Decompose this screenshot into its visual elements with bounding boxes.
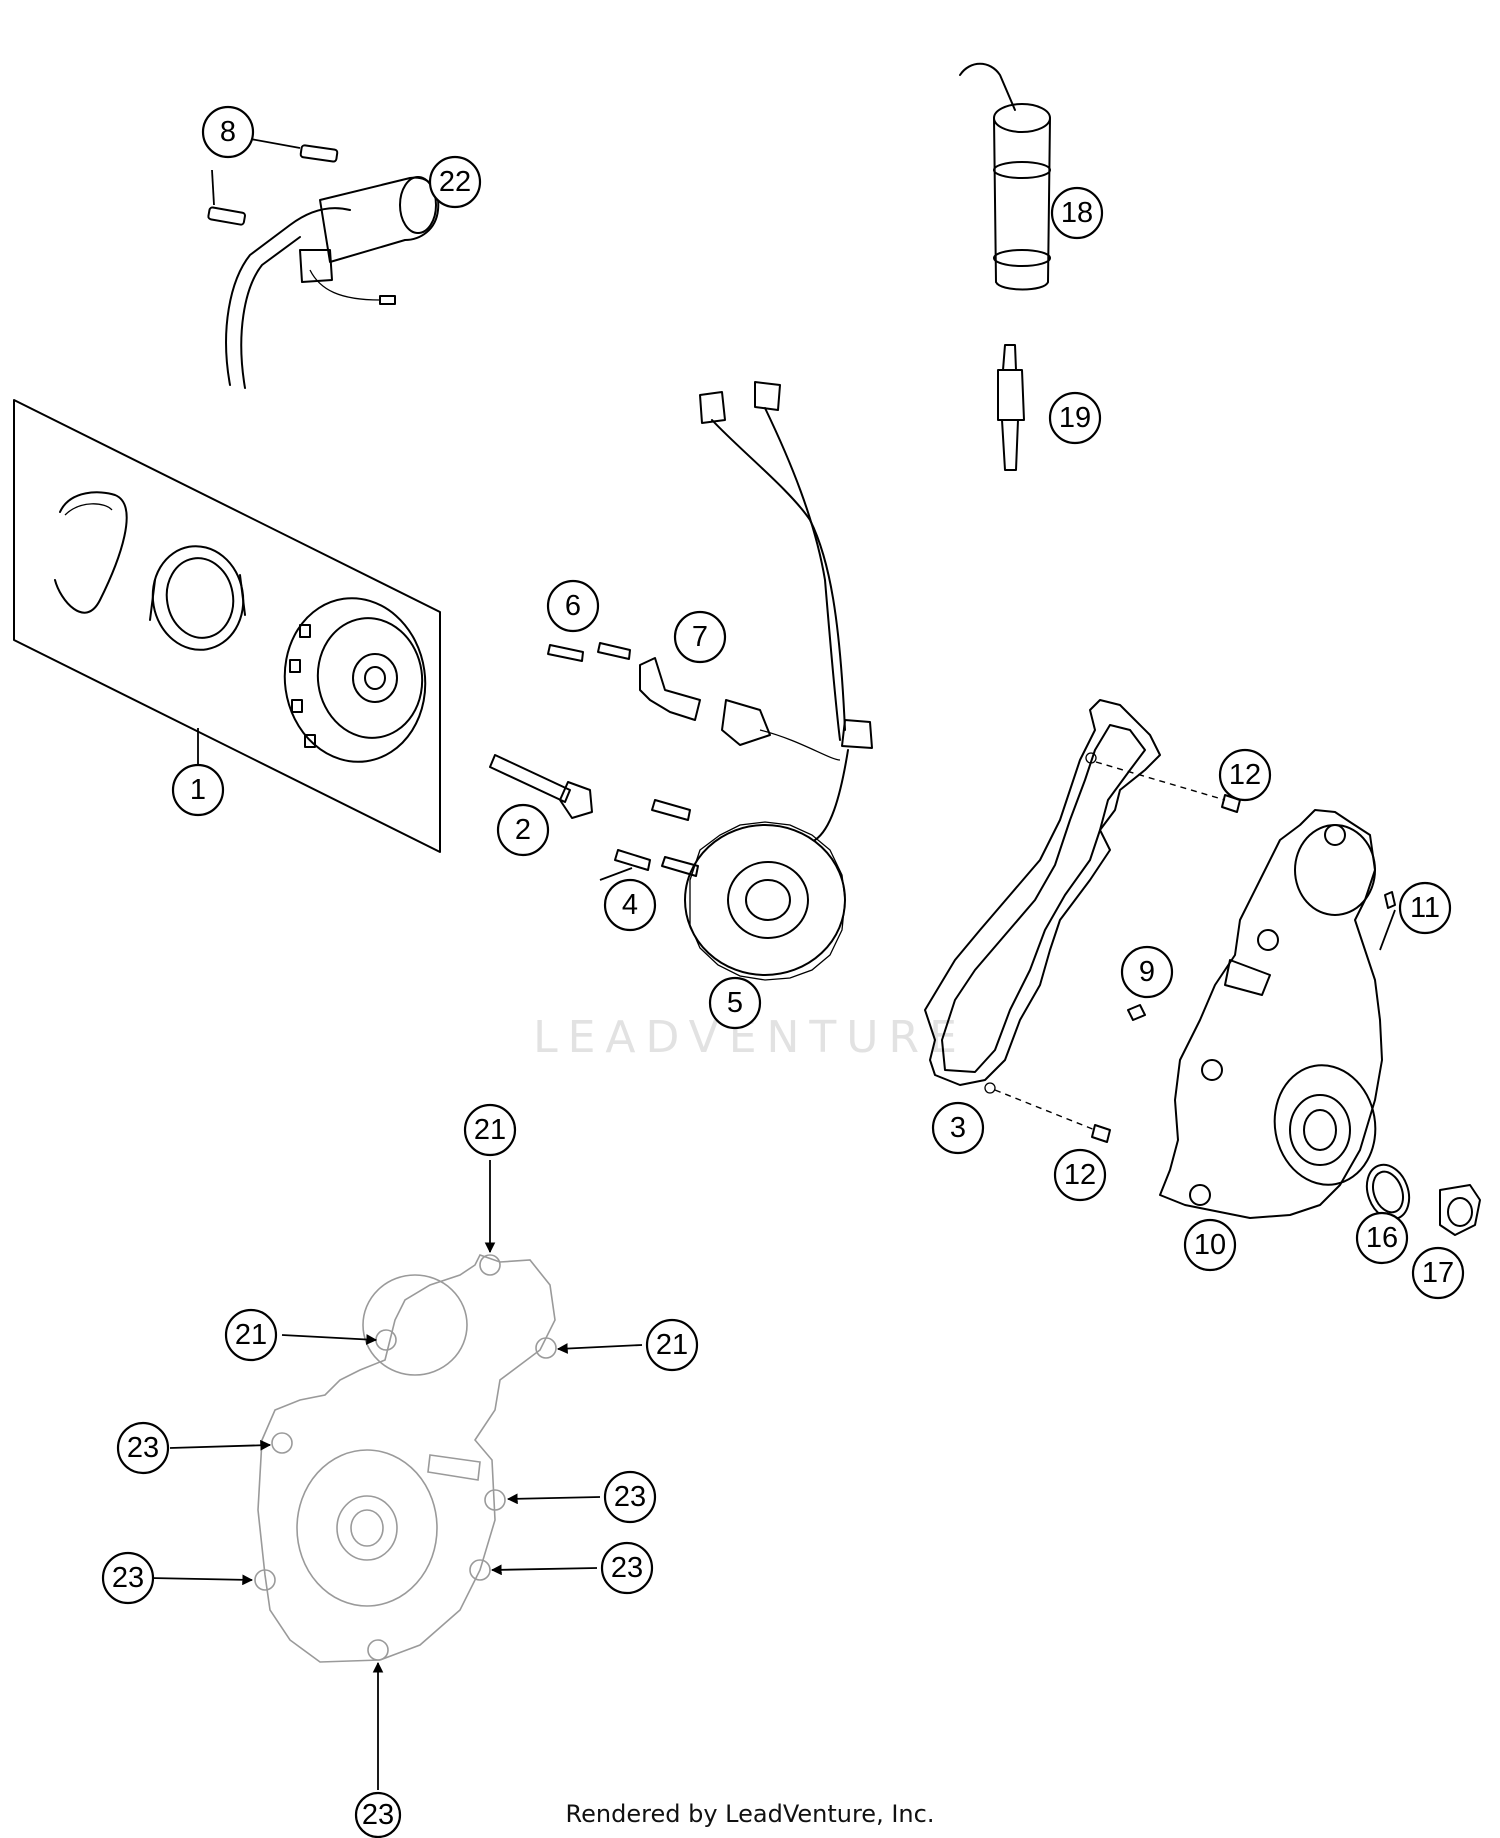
ignition-cover-illustration [1127,809,1481,1236]
callout-4: 4 [603,878,657,932]
ignition-coil-illustration [207,137,440,389]
pickup-bracket-illustration [547,642,841,761]
callout-23-lower-right: 23 [600,1541,654,1595]
svg-text:8: 8 [220,116,236,148]
svg-text:23: 23 [112,1562,144,1594]
callout-1: 1 [171,763,225,817]
svg-text:5: 5 [727,987,743,1019]
cover-torque-view-illustration [254,1254,557,1663]
callout-3: 3 [931,1101,985,1155]
cover-gasket-illustration [924,699,1241,1143]
svg-text:12: 12 [1064,1159,1096,1191]
svg-text:9: 9 [1139,956,1155,988]
callout-23-upper-left: 23 [116,1421,170,1475]
callout-19: 19 [1048,391,1102,445]
callout-8: 8 [201,105,255,159]
svg-text:22: 22 [439,166,471,198]
callout-23-lower-left: 23 [101,1551,155,1605]
svg-text:21: 21 [656,1329,688,1361]
callout-10: 10 [1183,1218,1237,1272]
callout-21-left: 21 [224,1308,278,1362]
callout-21-top: 21 [463,1103,517,1157]
svg-text:7: 7 [692,621,708,653]
svg-text:6: 6 [565,590,581,622]
callout-16: 16 [1355,1211,1409,1265]
svg-text:1: 1 [190,774,206,806]
svg-text:18: 18 [1061,197,1093,229]
callout-6: 6 [546,579,600,633]
callout-23-upper-right: 23 [603,1470,657,1524]
svg-text:3: 3 [950,1112,966,1144]
spark-plug-cap-illustration [959,62,1051,471]
callout-21-right: 21 [645,1318,699,1372]
callout-17: 17 [1411,1246,1465,1300]
svg-text:17: 17 [1422,1257,1454,1289]
svg-text:19: 19 [1059,402,1091,434]
callout-12-top: 12 [1218,748,1272,802]
footer-credit: Rendered by LeadVenture, Inc. [565,1800,935,1828]
stator-illustration [684,381,873,981]
svg-text:23: 23 [127,1432,159,1464]
callout-7: 7 [673,610,727,664]
svg-text:23: 23 [362,1799,394,1831]
svg-text:21: 21 [474,1114,506,1146]
svg-text:11: 11 [1410,892,1440,924]
callout-11: 11 [1398,881,1452,935]
callout-12-bottom: 12 [1053,1148,1107,1202]
callout-22: 22 [428,155,482,209]
svg-text:23: 23 [611,1552,643,1584]
flywheel-kit-illustration [13,399,441,853]
callout-18: 18 [1050,186,1104,240]
svg-text:4: 4 [622,889,638,921]
torque-leader-arrows [149,1160,643,1790]
callout-2: 2 [496,803,550,857]
callout-23-bottom: 23 [354,1791,402,1838]
svg-text:16: 16 [1366,1222,1398,1254]
svg-text:21: 21 [235,1319,267,1351]
bolts-illustration [489,754,699,881]
svg-text:10: 10 [1194,1229,1226,1261]
svg-text:23: 23 [614,1481,646,1513]
callout-5: 5 [708,976,762,1030]
svg-text:12: 12 [1229,759,1261,791]
callout-9: 9 [1120,945,1174,999]
svg-text:2: 2 [515,814,531,846]
